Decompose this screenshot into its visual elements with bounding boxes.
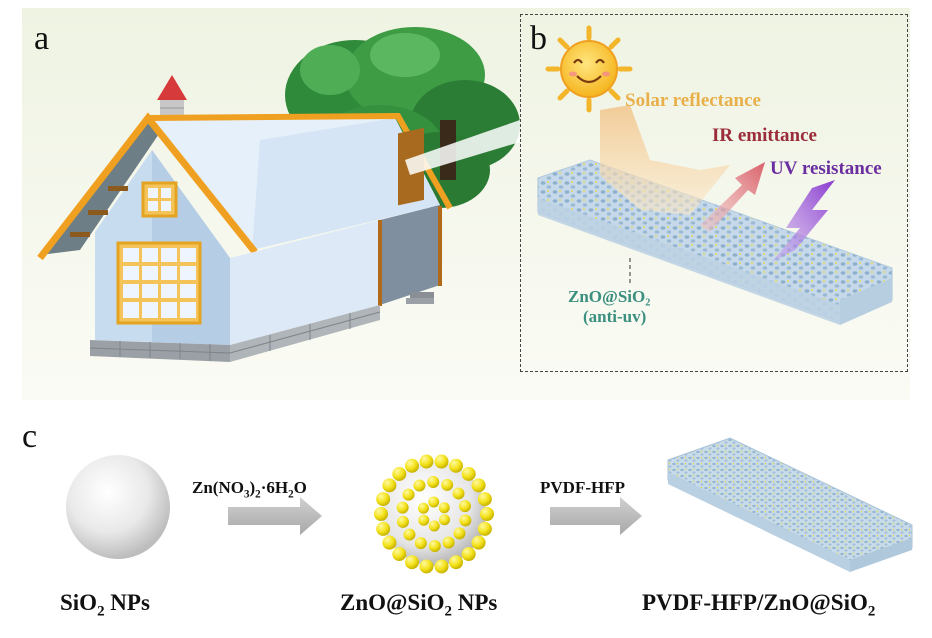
- zno-nanoparticle: [418, 514, 430, 526]
- zno-nanoparticle: [449, 555, 464, 570]
- zno-nanoparticle: [417, 502, 429, 514]
- zno-nanoparticle: [414, 537, 427, 550]
- zno-nanoparticle: [441, 478, 454, 491]
- zno-nanoparticle: [404, 555, 419, 570]
- zoom-beam: [405, 120, 520, 175]
- zno-nanoparticle: [453, 527, 466, 540]
- zno-nanoparticle: [428, 520, 440, 532]
- zno-nanoparticle: [461, 547, 476, 562]
- zno-nanoparticle: [434, 559, 449, 574]
- panel-label-a: a: [34, 20, 50, 57]
- sun-icon: [545, 25, 633, 113]
- ir-emittance-label: IR emittance: [712, 125, 817, 146]
- zno-nanoparticle: [374, 507, 388, 521]
- composite-film-label: PVDF-HFP/ZnO@SiO2: [642, 590, 876, 620]
- zno-nanoparticle: [419, 454, 434, 469]
- solar-reflectance-label: Solar reflectance: [625, 90, 761, 111]
- zno-nanoparticle: [392, 466, 407, 481]
- zno-nanoparticle: [442, 536, 455, 549]
- zno-sio2-nps-label: ZnO@SiO2 NPs: [340, 590, 498, 620]
- zno-nanoparticle: [480, 507, 494, 521]
- zno-nanoparticle: [452, 487, 465, 500]
- zno-nanoparticle: [376, 492, 391, 507]
- anti-uv-label: (anti-uv): [583, 307, 647, 326]
- zno-nanoparticle: [461, 466, 476, 481]
- zno-nanoparticle: [427, 476, 440, 489]
- uv-lightning-icon: [772, 180, 835, 262]
- house-illustration: [37, 75, 453, 362]
- zno-nanoparticle: [428, 539, 441, 552]
- zno-nanoparticle: [438, 502, 450, 514]
- composite-film-illustration: [667, 437, 913, 572]
- reagent-label: Zn(NO3)2·6H2O: [192, 478, 307, 501]
- sphere-illustration: [66, 455, 170, 559]
- zno-nanoparticle: [404, 458, 419, 473]
- panel-label-c: c: [22, 418, 38, 455]
- zno-nanoparticle: [382, 535, 397, 550]
- uv-resistance-label: UV resistance: [770, 158, 882, 179]
- panel-label-b: b: [530, 20, 547, 57]
- polymer-label: PVDF-HFP: [540, 478, 625, 497]
- zno-nanoparticle: [419, 559, 434, 574]
- zno-nanoparticle: [471, 535, 486, 550]
- zno-nanoparticle: [471, 478, 486, 493]
- process-arrow-2: [550, 497, 642, 535]
- sio2-nps-label: SiO2 NPs: [60, 590, 150, 620]
- zno-nanoparticle: [449, 458, 464, 473]
- zno-nanoparticle: [403, 528, 416, 541]
- zno-nanoparticle: [477, 521, 492, 536]
- zno-nanoparticle: [413, 479, 426, 492]
- solar-reflectance-beam: [600, 105, 730, 215]
- process-arrow-1: [228, 497, 322, 535]
- zno-nanoparticle: [477, 492, 492, 507]
- zno-nanoparticle: [459, 514, 472, 527]
- zno-nanoparticle: [428, 496, 440, 508]
- zno-nanoparticle: [459, 500, 472, 513]
- zno-nanoparticle: [434, 454, 449, 469]
- zno-nanoparticle: [439, 514, 451, 526]
- zno-nanoparticle: [376, 521, 391, 536]
- zoom-box: [520, 14, 908, 372]
- zno-nanoparticle: [392, 547, 407, 562]
- ir-arrow: [700, 162, 765, 232]
- zno-nanoparticle: [402, 488, 415, 501]
- zno-sio2-label: ZnO@SiO₂: [568, 287, 651, 306]
- zno-nanoparticle: [396, 515, 409, 528]
- zno-nanoparticle: [396, 501, 409, 514]
- zno-sphere-illustration: [374, 454, 494, 574]
- zno-nanoparticle: [382, 478, 397, 493]
